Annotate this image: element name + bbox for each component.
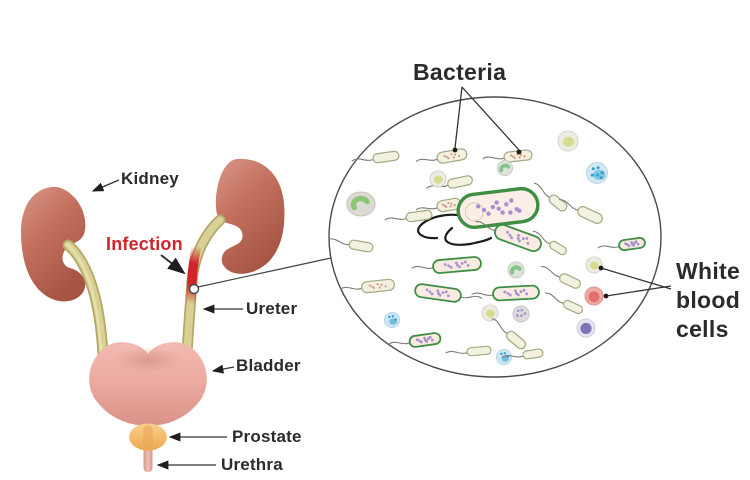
- blue-small-microbe: [384, 312, 400, 328]
- yellow-microbe: [429, 170, 447, 188]
- plain-microbe: [501, 348, 544, 360]
- plain-microbe: [351, 150, 400, 164]
- magnifier-circle: [328, 96, 662, 378]
- green-microbe: [414, 283, 483, 303]
- green-microbe: [411, 256, 482, 274]
- plain-microbe: [384, 209, 433, 223]
- red-microbe: [584, 286, 604, 306]
- small-green-microbe: [497, 160, 513, 176]
- plain-microbe: [491, 318, 527, 350]
- bladder-dimple-shading: [114, 347, 182, 373]
- hero-microbe: [456, 186, 540, 230]
- plain-microbe: [533, 182, 568, 212]
- plain-microbe: [328, 238, 374, 253]
- annotation-lines: [91, 86, 672, 470]
- white-blood-cells-label: White blood cells: [676, 258, 741, 342]
- green-microbe: [388, 332, 442, 348]
- infection-label: Infection: [106, 234, 183, 254]
- green-microbe: [597, 236, 646, 252]
- left-ureter-shape: [62, 239, 109, 361]
- big-green-microbe: [346, 191, 376, 217]
- infection-zone: [186, 245, 201, 305]
- prostate-urethra-band: [143, 425, 153, 450]
- dotted-microbe: [340, 278, 396, 294]
- left-kidney-shape: [21, 186, 86, 302]
- infection-point-marker: [188, 283, 200, 295]
- bacteria-label: Bacteria: [413, 59, 507, 85]
- urethra-label: Urethra: [221, 455, 283, 474]
- prostate-label: Prostate: [232, 427, 302, 446]
- yellow-microbe: [585, 256, 603, 274]
- ureter-label: Ureter: [246, 299, 298, 318]
- bladder-label: Bladder: [236, 356, 301, 375]
- plain-microbe: [445, 345, 492, 357]
- plain-microbe: [544, 292, 584, 315]
- blue-small-microbe: [496, 349, 512, 365]
- green-microbe: [471, 284, 540, 302]
- microbe-layer: [328, 130, 646, 365]
- plain-microbe: [426, 175, 473, 189]
- kidney-label: Kidney: [121, 169, 179, 188]
- yellow-microbe: [481, 304, 499, 322]
- magnifier-connector: [188, 257, 332, 295]
- yellow-microbe: [557, 130, 579, 152]
- urinary-tract-anatomy: [21, 158, 285, 472]
- right-kidney-shape: [215, 158, 285, 274]
- small-green-microbe: [507, 261, 525, 279]
- dotted-microbe: [415, 197, 462, 213]
- green-microbe: [475, 221, 542, 253]
- bacterium-flagella: [417, 213, 493, 246]
- plain-microbe: [540, 266, 581, 289]
- purple-speckle-microbe: [512, 305, 530, 323]
- plain-microbe: [532, 230, 567, 256]
- blue-big-microbe: [586, 162, 608, 184]
- dotted-microbe: [415, 148, 468, 164]
- plain-microbe: [559, 199, 603, 224]
- purple-solid-microbe: [576, 318, 596, 338]
